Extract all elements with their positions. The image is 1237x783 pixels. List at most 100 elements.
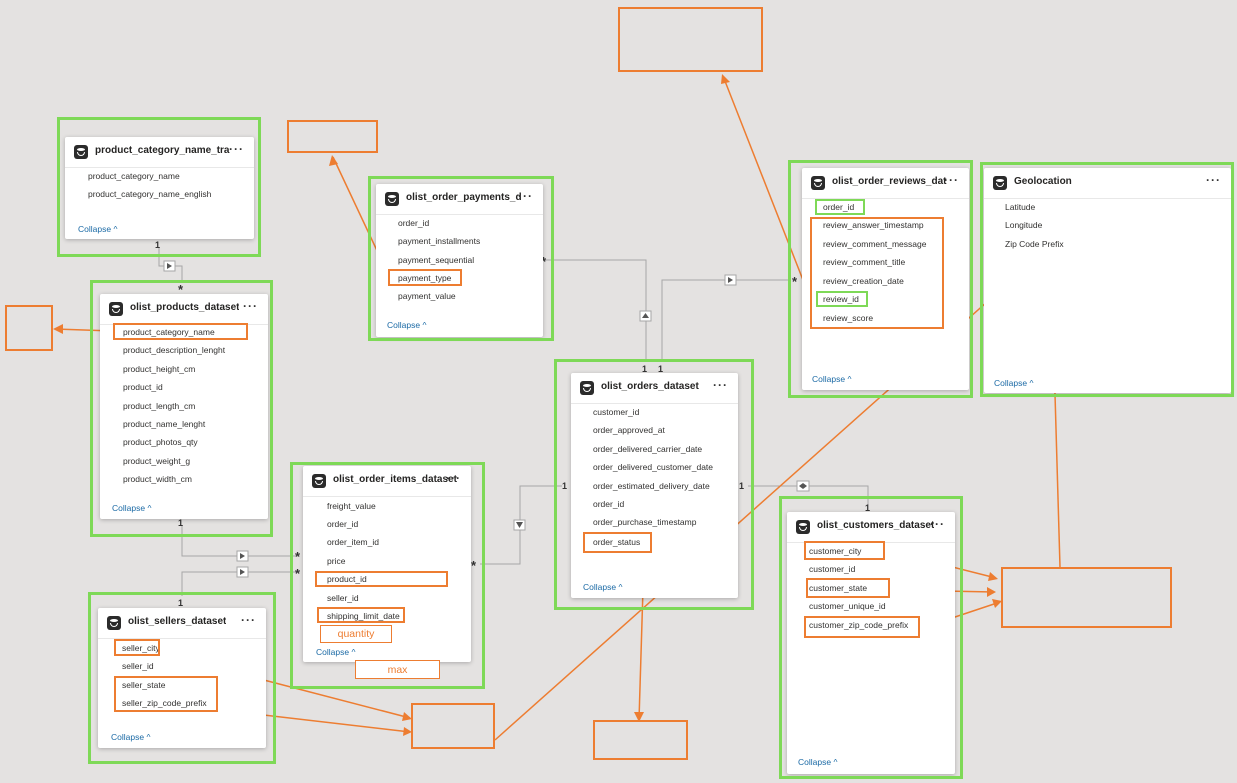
field[interactable]: product_length_cm (123, 401, 196, 411)
ellipsis-icon[interactable]: ··· (1206, 173, 1221, 187)
ellipsis-icon[interactable]: ··· (944, 173, 959, 187)
field[interactable]: review_score (823, 313, 874, 323)
field[interactable]: order_id (398, 218, 430, 228)
table-card-products[interactable]: olist_products_dataset ··· product_categ… (100, 294, 268, 519)
field[interactable]: review_comment_message (823, 239, 927, 249)
field[interactable]: freight_value (327, 501, 376, 511)
field[interactable]: review_creation_date (823, 276, 904, 286)
field[interactable]: payment_value (398, 291, 456, 301)
field[interactable]: seller_id (122, 661, 154, 671)
field[interactable]: order_delivered_carrier_date (593, 444, 703, 454)
field[interactable]: seller_city (122, 643, 160, 653)
field[interactable]: order_purchase_timestamp (593, 517, 697, 527)
field[interactable]: order_status (593, 537, 641, 547)
field[interactable]: customer_id (809, 564, 856, 574)
ellipsis-icon[interactable]: ··· (446, 471, 461, 485)
field[interactable]: product_id (123, 382, 163, 392)
table-highlight-frame (554, 359, 754, 610)
cardinality-many: * (792, 274, 798, 289)
cardinality-one: 1 (562, 481, 568, 491)
field[interactable]: customer_unique_id (809, 601, 886, 611)
field[interactable]: product_width_cm (123, 474, 192, 484)
collapse-link[interactable]: Collapse ^ (111, 732, 151, 742)
table-card-reviews[interactable]: olist_order_reviews_dat... ··· order_id … (802, 168, 969, 390)
table-title: olist_products_dataset (130, 302, 240, 313)
table-header: product_category_name_tra... ··· (65, 137, 254, 168)
field[interactable]: product_category_name (123, 327, 215, 337)
table-card-customers[interactable]: olist_customers_dataset ··· customer_cit… (787, 512, 955, 774)
annotation-box (1001, 567, 1172, 628)
field[interactable]: product_photos_qty (123, 437, 198, 447)
field[interactable]: order_approved_at (593, 425, 665, 435)
table-header: olist_order_reviews_dat... ··· (802, 168, 969, 199)
field-highlight (317, 607, 405, 623)
table-header: olist_order_items_dataset ··· (303, 466, 471, 497)
table-title: olist_order_items_dataset (333, 474, 457, 485)
field[interactable]: shipping_limit_date (327, 611, 400, 621)
ellipsis-icon[interactable]: ··· (930, 517, 945, 531)
collapse-link[interactable]: Collapse ^ (387, 320, 427, 330)
collapse-link[interactable]: Collapse ^ (812, 374, 852, 384)
field[interactable]: seller_id (327, 593, 359, 603)
field[interactable]: customer_state (809, 583, 868, 593)
table-highlight-frame (980, 162, 1234, 397)
table-card-sellers[interactable]: olist_sellers_dataset ··· seller_city se… (98, 608, 266, 748)
annotation-box (287, 120, 378, 153)
field-highlight (583, 532, 652, 553)
table-highlight-frame (788, 160, 973, 398)
field[interactable]: product_id (327, 574, 367, 584)
collapse-link[interactable]: Collapse ^ (798, 757, 838, 767)
field[interactable]: payment_sequential (398, 255, 475, 265)
field[interactable]: order_id (593, 499, 625, 509)
collapse-link[interactable]: Collapse ^ (316, 647, 356, 657)
field[interactable]: order_item_id (327, 537, 379, 547)
ellipsis-icon[interactable]: ··· (713, 378, 728, 392)
field[interactable]: customer_zip_code_prefix (809, 620, 909, 630)
field[interactable]: product_description_lenght (123, 345, 226, 355)
field[interactable]: product_name_lenght (123, 419, 206, 429)
field[interactable]: seller_state (122, 680, 166, 690)
field[interactable]: Latitude (1005, 202, 1036, 212)
database-icon (796, 520, 810, 534)
field[interactable]: review_id (823, 294, 859, 304)
ellipsis-icon[interactable]: ··· (243, 299, 258, 313)
table-card-orders[interactable]: olist_orders_dataset ··· customer_id ord… (571, 373, 738, 598)
field[interactable]: price (327, 556, 346, 566)
ellipsis-icon[interactable]: ··· (518, 189, 533, 203)
cardinality-one: 1 (865, 503, 871, 513)
table-card-payments[interactable]: olist_order_payments_d... ··· order_id p… (376, 184, 543, 337)
table-card-geolocation[interactable]: Geolocation ··· Latitude Longitude Zip C… (984, 168, 1231, 393)
ellipsis-icon[interactable]: ··· (241, 613, 256, 627)
table-header: Geolocation ··· (984, 168, 1231, 199)
field[interactable]: Zip Code Prefix (1005, 239, 1064, 249)
field[interactable]: product_category_name (88, 171, 180, 181)
field[interactable]: customer_city (809, 546, 862, 556)
collapse-link[interactable]: Collapse ^ (583, 582, 623, 592)
annotation-max: max (355, 660, 440, 679)
field[interactable]: order_delivered_customer_date (593, 462, 714, 472)
field[interactable]: order_id (327, 519, 359, 529)
table-title: olist_sellers_dataset (128, 616, 227, 627)
field[interactable]: product_category_name_english (88, 189, 212, 199)
field[interactable]: order_estimated_delivery_date (593, 481, 710, 491)
table-title: Geolocation (1014, 176, 1072, 187)
collapse-link[interactable]: Collapse ^ (112, 503, 152, 513)
collapse-link[interactable]: Collapse ^ (78, 224, 118, 234)
field[interactable]: Longitude (1005, 220, 1043, 230)
field[interactable]: payment_installments (398, 236, 481, 246)
table-card-category-translation[interactable]: product_category_name_tra... ··· product… (65, 137, 254, 239)
field[interactable]: seller_zip_code_prefix (122, 698, 207, 708)
annotation-box (593, 720, 688, 760)
field[interactable]: payment_type (398, 273, 452, 283)
field[interactable]: product_weight_g (123, 456, 191, 466)
field[interactable]: review_comment_title (823, 257, 906, 267)
field[interactable]: order_id (823, 202, 855, 212)
table-highlight-frame (290, 462, 485, 689)
collapse-link[interactable]: Collapse ^ (994, 378, 1034, 388)
field[interactable]: product_height_cm (123, 364, 196, 374)
field-highlight (806, 578, 890, 598)
annotation-box (411, 703, 495, 749)
field[interactable]: review_answer_timestamp (823, 220, 924, 230)
field[interactable]: customer_id (593, 407, 640, 417)
ellipsis-icon[interactable]: ··· (229, 142, 244, 156)
